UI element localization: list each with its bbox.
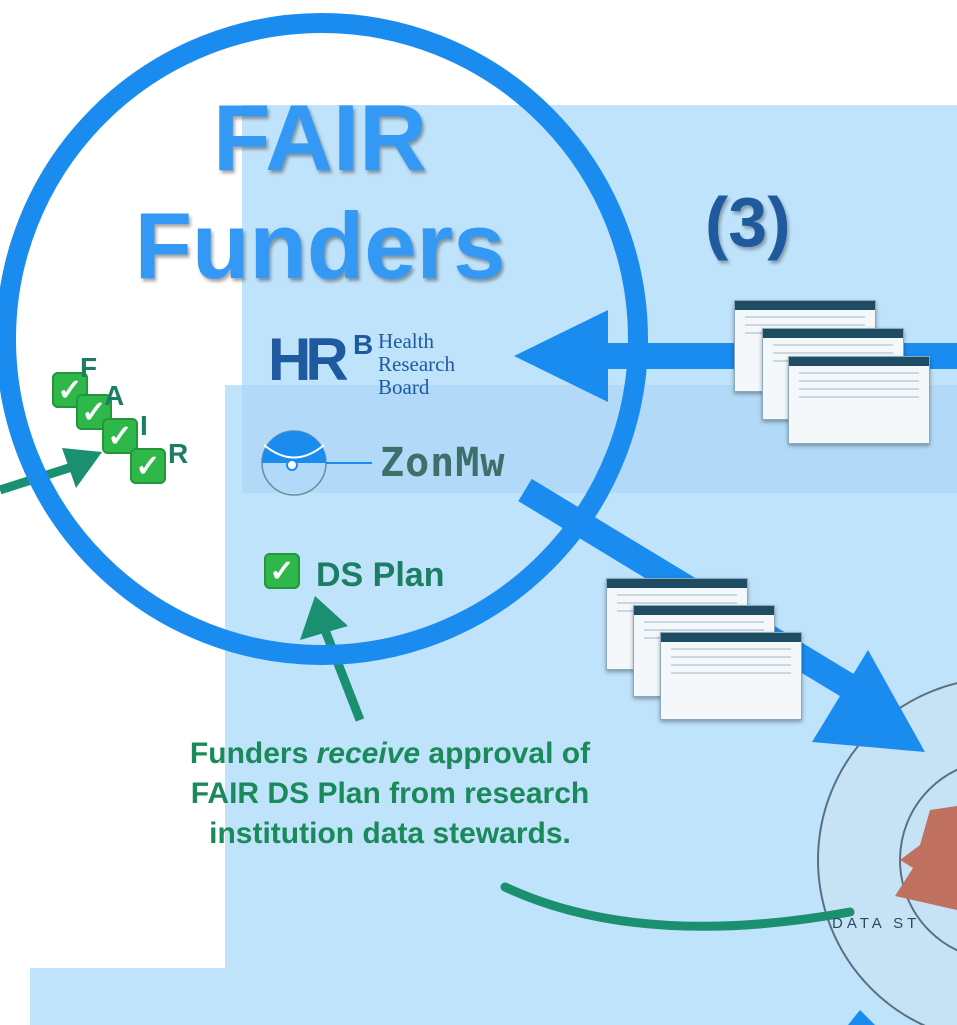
fair-letter-f: F	[80, 352, 98, 383]
caption-part1: Funders	[189, 737, 317, 770]
ds-plan-label: DS Plan	[316, 556, 445, 594]
green-arrow-fair-head	[62, 448, 102, 488]
hrb-name-line3: Board	[378, 375, 430, 399]
zonmw-logo-text: ZonMw	[380, 440, 506, 486]
title-fair: FAIR	[212, 85, 428, 190]
blue-arrow-head-out	[812, 650, 925, 752]
checkmark-icon: ✓	[102, 418, 138, 454]
caption-line3: institution data stewards.	[209, 817, 571, 850]
caption-line2: FAIR DS Plan from research	[190, 777, 590, 810]
green-arrow-ds-plan-head	[300, 596, 348, 640]
hrb-superscript: B	[353, 329, 374, 360]
fair-letter-r: R	[168, 438, 189, 469]
title-funders: Funders	[134, 193, 506, 298]
fair-letter-i: I	[140, 410, 148, 441]
blue-arrow-head-bottom	[848, 1010, 875, 1025]
checkmark-icon: ✓	[130, 448, 166, 484]
data-stewardship-logo	[817, 682, 957, 1025]
document-thumbnail	[660, 632, 802, 720]
background-panel-bottom	[30, 968, 770, 1025]
fair-funders-circle	[0, 13, 648, 665]
blue-arrow-head-in	[514, 310, 608, 402]
data-stewardship-label: DATA ST	[832, 915, 921, 932]
hrb-initials: HR	[268, 326, 349, 393]
caption-part2: approval of	[420, 737, 591, 770]
caption-emphasis: receive	[316, 737, 421, 770]
fair-letter-a: A	[104, 380, 125, 411]
zonmw-globe-icon	[261, 430, 372, 496]
hrb-name-line1: Health	[378, 329, 434, 353]
ds-plan-checkmark-icon: ✓	[264, 553, 300, 589]
caption: Funders receive approval of FAIR DS Plan…	[100, 734, 680, 854]
caption-line1: Funders receive approval of	[190, 737, 590, 770]
hrb-name: Health Research Board	[378, 330, 455, 399]
document-thumbnail	[788, 356, 930, 444]
hrb-name-line2: Research	[378, 352, 455, 376]
green-curve-arrow	[500, 882, 855, 931]
step-label: (3)	[705, 183, 791, 261]
